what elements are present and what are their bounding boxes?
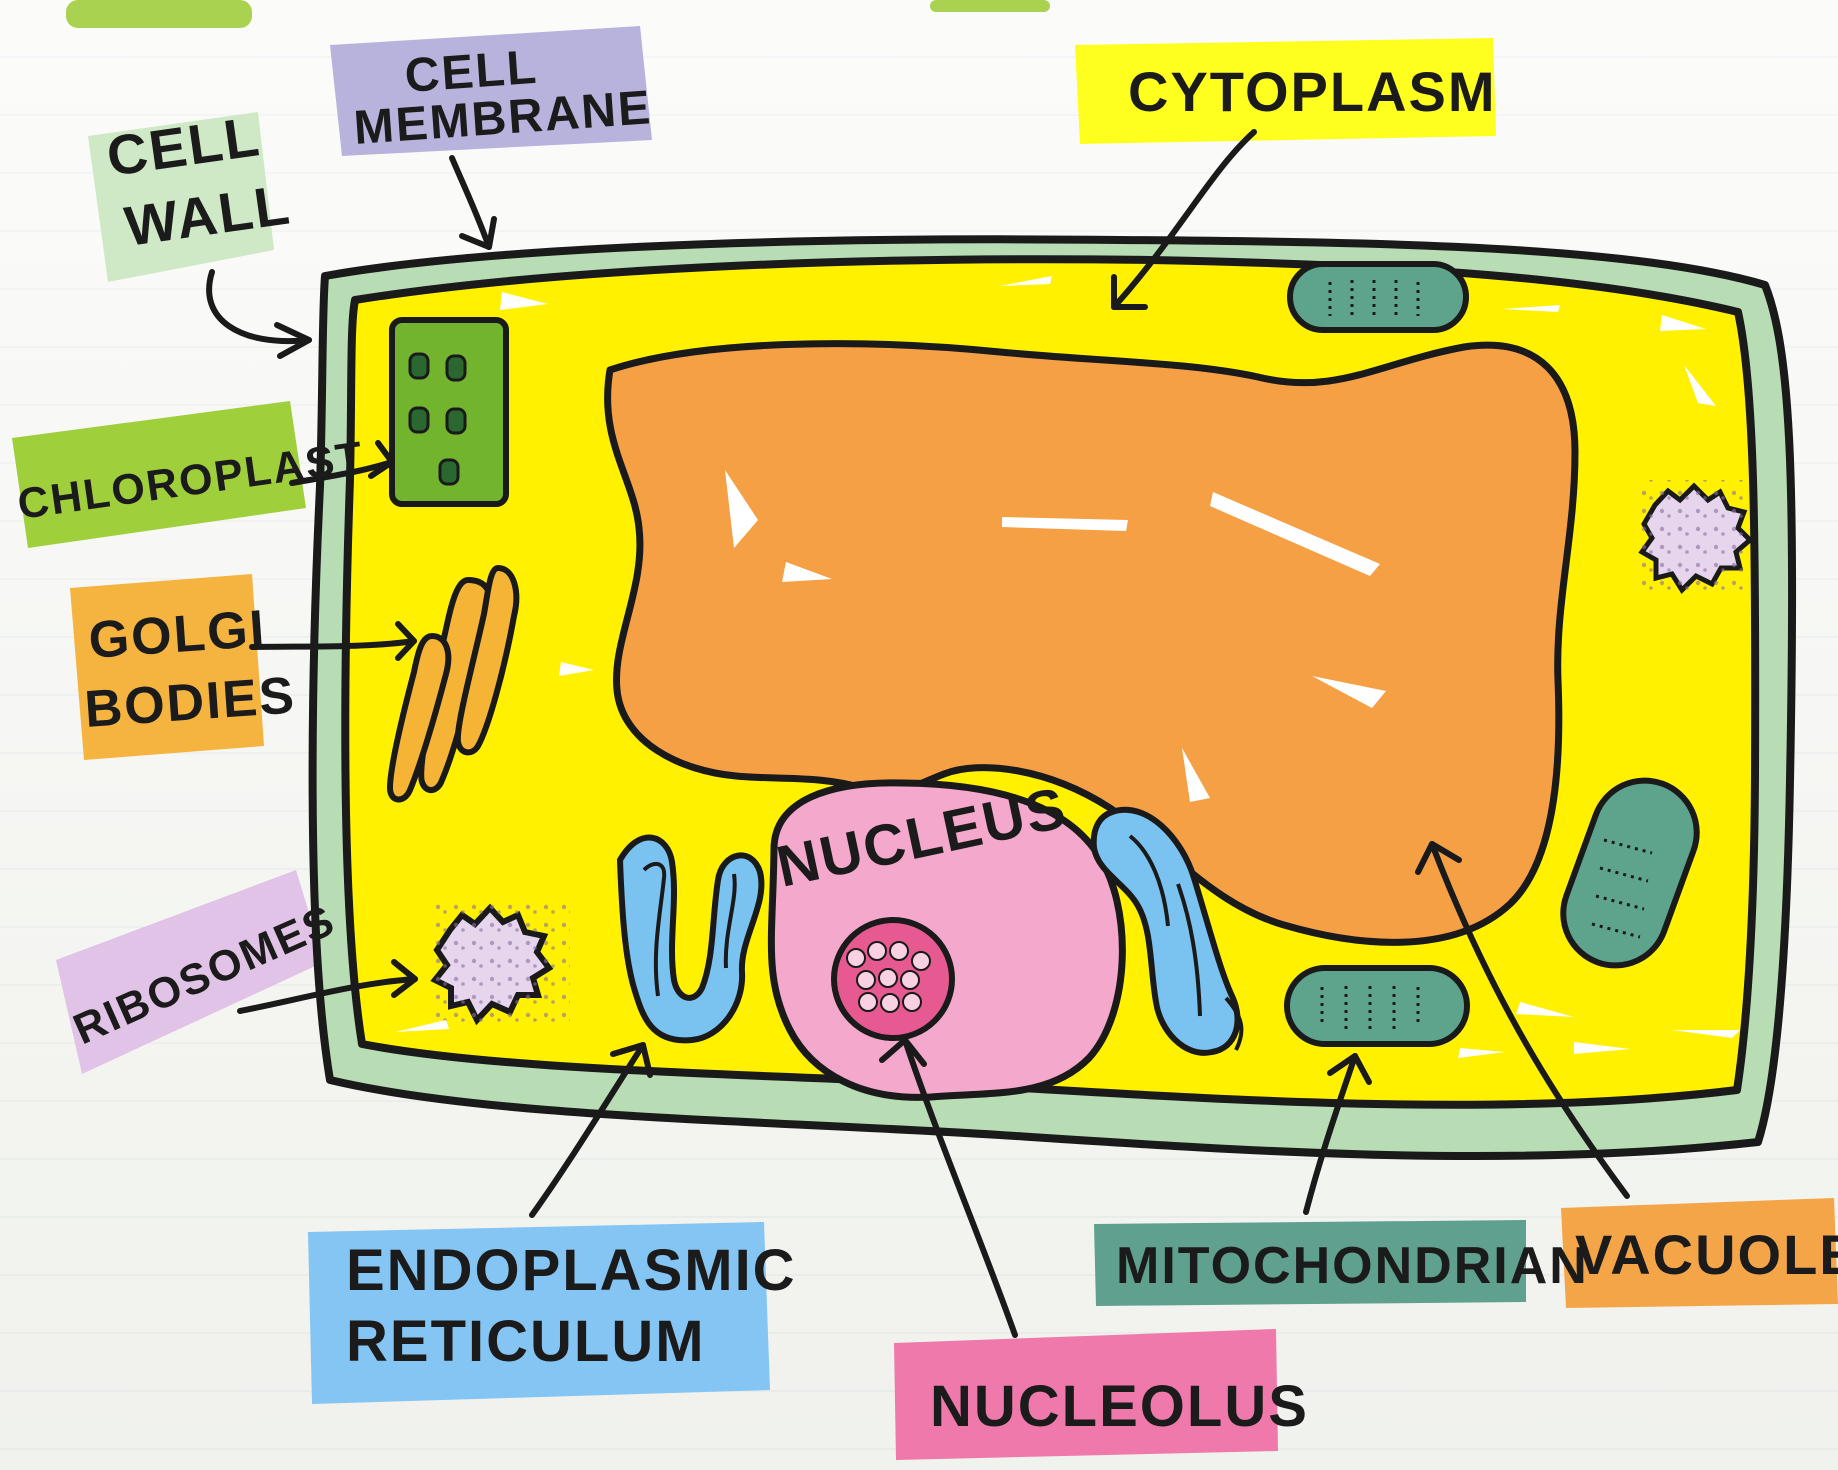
cytoplasm-label: CYTOPLASM — [1128, 60, 1497, 123]
endoplasmic-reticulum-label-line-1: ENDOPLASMIC — [346, 1238, 797, 1303]
mitochondrian-top — [1290, 264, 1466, 330]
nucleolus-label: NUCLEOLUS — [930, 1374, 1309, 1439]
cell-membrane-arrow — [452, 158, 489, 247]
mitochondrian-bottom — [1287, 968, 1467, 1044]
ribosome-left — [430, 900, 570, 1030]
top-green-highlighter-2 — [930, 0, 1050, 12]
golgi-bodies-label-line-1: GOLGI — [87, 600, 268, 670]
vacuole-label: VACUOLE — [1575, 1223, 1838, 1286]
ribosome-right — [1640, 480, 1750, 590]
top-green-highlighter — [66, 0, 252, 28]
endoplasmic-reticulum-label-line-2: RETICULUM — [346, 1309, 706, 1374]
mitochondrian-label: MITOCHONDRIAN — [1116, 1237, 1589, 1295]
